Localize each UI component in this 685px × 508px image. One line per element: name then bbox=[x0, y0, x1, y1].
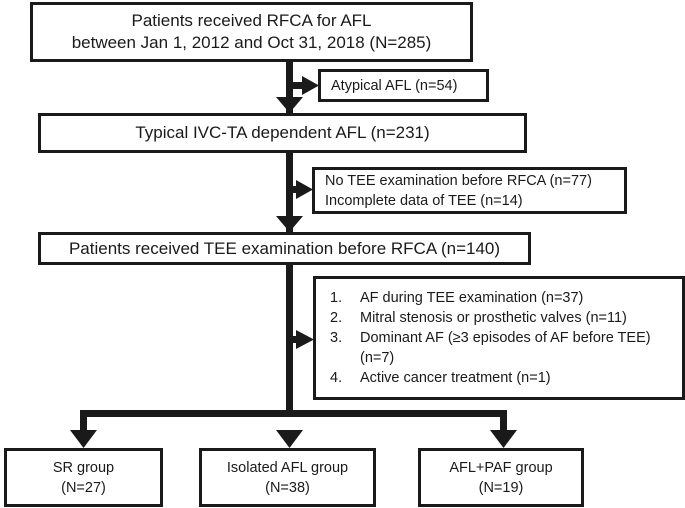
split-line bbox=[80, 410, 507, 417]
arrow-down-to-typical bbox=[276, 97, 303, 113]
arrow-down-to-tee bbox=[276, 216, 303, 232]
group-name: AFL+PAF group bbox=[449, 459, 553, 476]
exclusion-item: 4.Active cancer treatment (n=1) bbox=[330, 370, 551, 386]
tee-text: Patients received TEE examination before… bbox=[68, 238, 501, 258]
exclusion-list: 1.AF during TEE examination (n=37) 2.Mit… bbox=[330, 288, 682, 388]
branch-atypical-line bbox=[289, 82, 303, 89]
arrow-down-sr bbox=[70, 430, 97, 448]
box-start: Patients received RFCA for AFL between J… bbox=[30, 2, 473, 62]
group-count: (N=38) bbox=[265, 479, 310, 496]
box-no-tee: No TEE examination before RFCA (n=77) In… bbox=[312, 167, 627, 214]
start-line1: Patients received RFCA for AFL bbox=[131, 11, 372, 30]
atypical-text: Atypical AFL (n=54) bbox=[331, 77, 458, 94]
box-sr-group: SR group (N=27) bbox=[4, 448, 163, 507]
box-atypical: Atypical AFL (n=54) bbox=[318, 69, 489, 102]
arrow-down-isolated bbox=[276, 430, 303, 448]
arrow-right-no-tee bbox=[296, 180, 313, 199]
drop-right bbox=[500, 410, 507, 432]
exclusion-item: 2.Mitral stenosis or prosthetic valves (… bbox=[330, 310, 627, 326]
arrow-down-afl-paf bbox=[490, 430, 517, 448]
arrow-right-exclusion bbox=[296, 330, 314, 349]
group-count: (N=19) bbox=[478, 479, 524, 496]
arrow-right-atypical bbox=[302, 76, 319, 95]
no-tee-line2: Incomplete data of TEE (n=14) bbox=[325, 192, 523, 209]
group-count: (N=27) bbox=[61, 479, 106, 496]
box-tee: Patients received TEE examination before… bbox=[38, 232, 531, 265]
group-name: SR group bbox=[52, 459, 115, 476]
exclusion-item: 1.AF during TEE examination (n=37) bbox=[330, 290, 584, 306]
start-line2: between Jan 1, 2012 and Oct 31, 2018 (N=… bbox=[71, 33, 432, 52]
box-exclusions: 1.AF during TEE examination (n=37) 2.Mit… bbox=[313, 276, 685, 400]
branch-no-tee-line bbox=[289, 186, 297, 193]
group-name: Isolated AFL group bbox=[226, 459, 349, 476]
box-typical: Typical IVC-TA dependent AFL (n=231) bbox=[38, 113, 527, 153]
no-tee-line1: No TEE examination before RFCA (n=77) bbox=[325, 172, 592, 189]
exclusion-item: 3.Dominant AF (≥3 episodes of AF before … bbox=[330, 330, 651, 366]
typical-text: Typical IVC-TA dependent AFL (n=231) bbox=[135, 123, 430, 142]
box-isolated-afl-group: Isolated AFL group (N=38) bbox=[199, 448, 376, 507]
branch-exclusion-line bbox=[289, 336, 297, 343]
drop-left bbox=[80, 410, 87, 432]
box-afl-paf-group: AFL+PAF group (N=19) bbox=[418, 448, 584, 507]
